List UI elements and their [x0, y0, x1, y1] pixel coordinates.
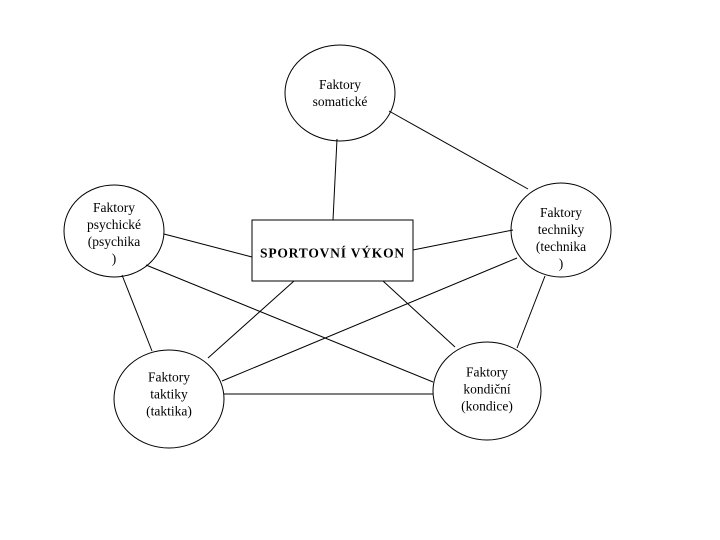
- edge-somaticke-techniky: [388, 110, 529, 190]
- edge-vykon-kondicni: [382, 280, 456, 348]
- node-shape-techniky: [510, 182, 612, 278]
- node-shape-kondicni: [432, 341, 542, 441]
- edges-group: [121, 110, 546, 395]
- node-shapes-group: [63, 44, 612, 449]
- edge-taktiky-techniky: [221, 257, 518, 382]
- edge-psychicke-kondicni: [145, 264, 434, 383]
- node-shape-somaticke: [284, 44, 396, 142]
- edge-techniky-kondicni: [516, 275, 546, 349]
- node-shape-taktiky: [113, 349, 225, 449]
- edge-psychicke-vykon: [163, 233, 253, 258]
- edge-vykon-techniky: [412, 229, 514, 251]
- node-shape-vykon: [251, 219, 414, 282]
- edge-taktiky-vykon: [207, 280, 295, 359]
- edge-somaticke-vykon: [332, 138, 338, 221]
- edge-psychicke-taktiky: [121, 274, 153, 352]
- node-shape-psychicke: [63, 184, 165, 278]
